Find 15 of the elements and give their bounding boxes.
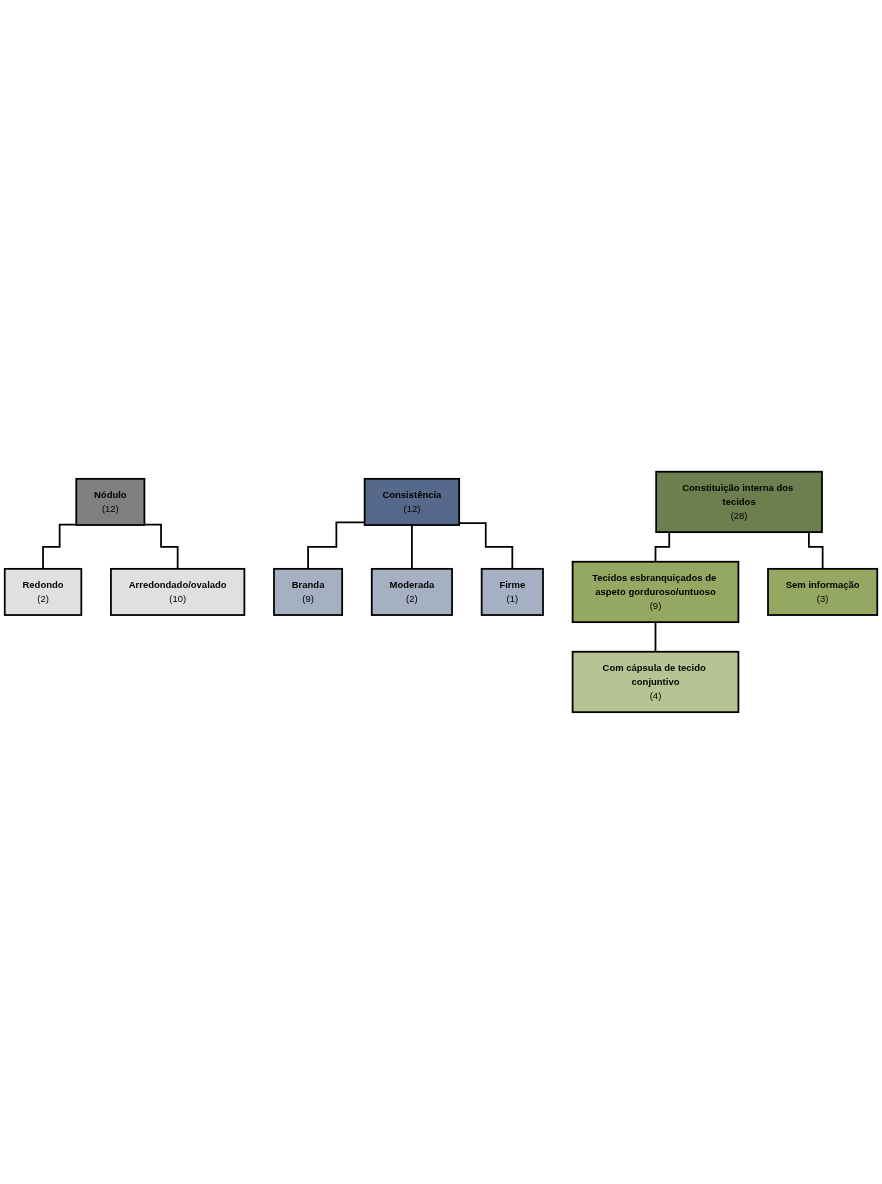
node-box: Redondo (2) — [3, 568, 83, 616]
connector — [654, 621, 657, 653]
connector — [143, 523, 179, 570]
node-box: Sem informação (3) — [767, 568, 879, 616]
node-box: Com cápsula de tecido conjuntivo (4) — [571, 650, 740, 714]
connector — [42, 523, 78, 570]
node-box: Firme (1) — [480, 568, 544, 616]
connector — [411, 524, 413, 570]
node-box: Tecidos esbranquiçados de aspeto gorduroso/untuoso (9) — [571, 560, 740, 624]
node-box: Moderada (2) — [370, 568, 453, 616]
node-box: Nódulo (12) — [75, 478, 146, 526]
node-box: Branda (9) — [273, 568, 344, 616]
node-box: Arredondado/ovalado (10) — [110, 568, 246, 616]
node-box: Consistência (12) — [363, 478, 461, 526]
node-box: Constituição interna dos tecidos (28) — [655, 470, 823, 534]
